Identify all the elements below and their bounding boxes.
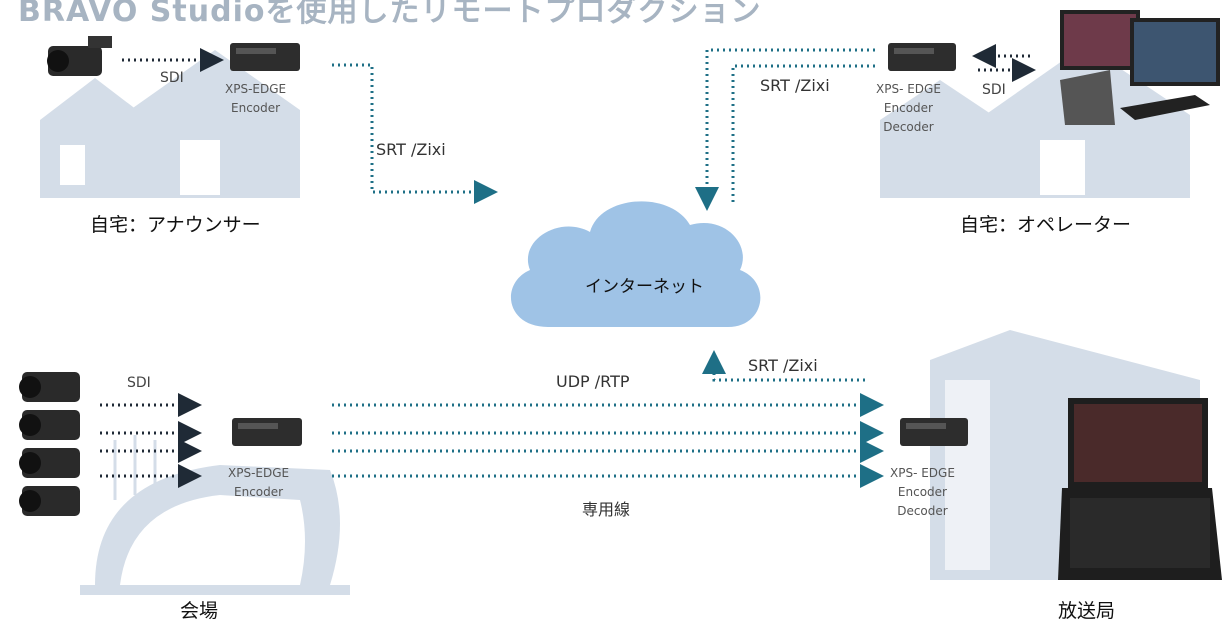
srt-zixi-label-broadcast: SRT /Zixi xyxy=(748,356,818,375)
udp-rtp-label: UDP /RTP xyxy=(556,372,630,391)
camcorder-icon xyxy=(19,486,80,516)
stadium-icon xyxy=(80,435,350,595)
house-icon xyxy=(40,50,300,198)
internet-label: インターネット xyxy=(585,277,704,297)
location-venue: 会場 xyxy=(180,600,219,622)
camcorder-icon xyxy=(19,372,80,402)
device-label-announcer: XPS-EDGE Encoder xyxy=(225,82,287,115)
sdi-label-venue: SDI xyxy=(127,375,151,391)
location-broadcaster: 放送局 xyxy=(1058,600,1116,622)
camcorder-icon xyxy=(19,448,80,478)
location-operator: 自宅：オペレーター xyxy=(960,214,1132,236)
device-label-venue: XPS-EDGE Encoder xyxy=(228,466,290,499)
srt-zixi-label-announcer: SRT /Zixi xyxy=(376,140,446,159)
sdi-label-announcer: SDI xyxy=(160,70,184,86)
dedicated-line-label: 専用線 xyxy=(582,500,631,519)
encoder-box-icon xyxy=(888,43,956,71)
srt-zixi-label-operator: SRT /Zixi xyxy=(760,76,830,95)
production-switcher-icon xyxy=(1060,10,1220,125)
device-label-operator: XPS- EDGE Encoder Decoder xyxy=(876,82,941,134)
sdi-label-operator: SDI xyxy=(982,82,1006,98)
production-switcher-icon xyxy=(1058,398,1222,580)
device-label-broadcast: XPS- EDGE Encoder Decoder xyxy=(890,466,955,518)
encoder-box-icon xyxy=(230,43,300,71)
internet-cloud xyxy=(510,201,761,327)
encoder-box-icon xyxy=(900,418,968,446)
location-announcer: 自宅：アナウンサー xyxy=(90,214,261,236)
camcorder-icon xyxy=(47,36,112,76)
sdi-arrow xyxy=(100,44,1036,488)
camcorder-icon xyxy=(19,410,80,440)
encoder-box-icon xyxy=(232,418,302,446)
page-title: BRAVO Studioを使用したリモートプロダクション xyxy=(18,0,762,29)
network-arrow xyxy=(332,48,884,488)
